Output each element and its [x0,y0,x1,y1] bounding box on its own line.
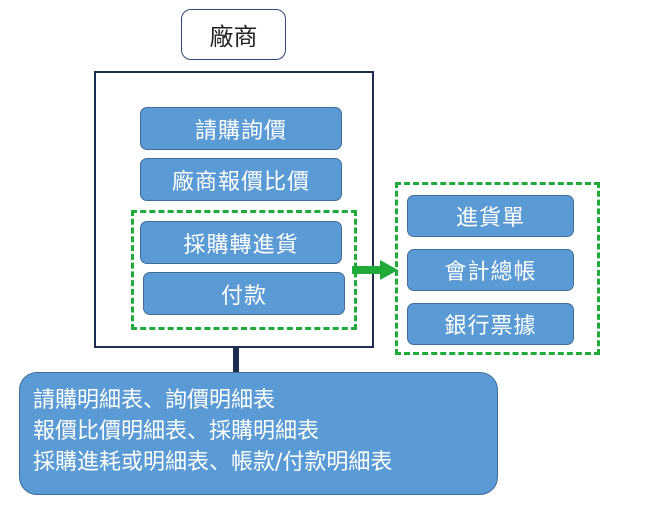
output-receipt-slip: 進貨單 [407,195,574,237]
vendor-box: 廠商 [181,9,286,60]
output-label: 銀行票據 [444,314,537,339]
step-label: 付款 [220,283,267,309]
output-general-ledger: 會計總帳 [407,249,574,291]
step-label: 廠商報價比價 [171,169,310,195]
report-line: 報價比價明細表、採購明細表 [33,419,320,444]
reports-box: 請購明細表、詢價明細表 報價比價明細表、採購明細表 採購進耗或明細表、帳款/付款… [19,372,498,495]
step-payment: 付款 [143,272,345,315]
output-label: 進貨單 [455,206,525,231]
vendor-label: 廠商 [209,23,258,51]
output-documents-group [395,182,600,355]
report-line: 採購進耗或明細表、帳款/付款明細表 [33,450,393,475]
output-bank-notes: 銀行票據 [407,303,574,345]
step-request-inquiry: 請購詢價 [140,107,342,150]
step-label: 採購轉進貨 [183,232,299,258]
output-label: 會計總帳 [444,260,537,285]
report-line: 請購明細表、詢價明細表 [33,388,276,413]
step-label: 請購詢價 [194,118,287,144]
step-purchase-to-receipt: 採購轉進貨 [140,221,342,264]
arrow-right-icon [352,260,398,280]
connector-line [233,347,239,373]
step-quote-compare: 廠商報價比價 [140,158,342,201]
